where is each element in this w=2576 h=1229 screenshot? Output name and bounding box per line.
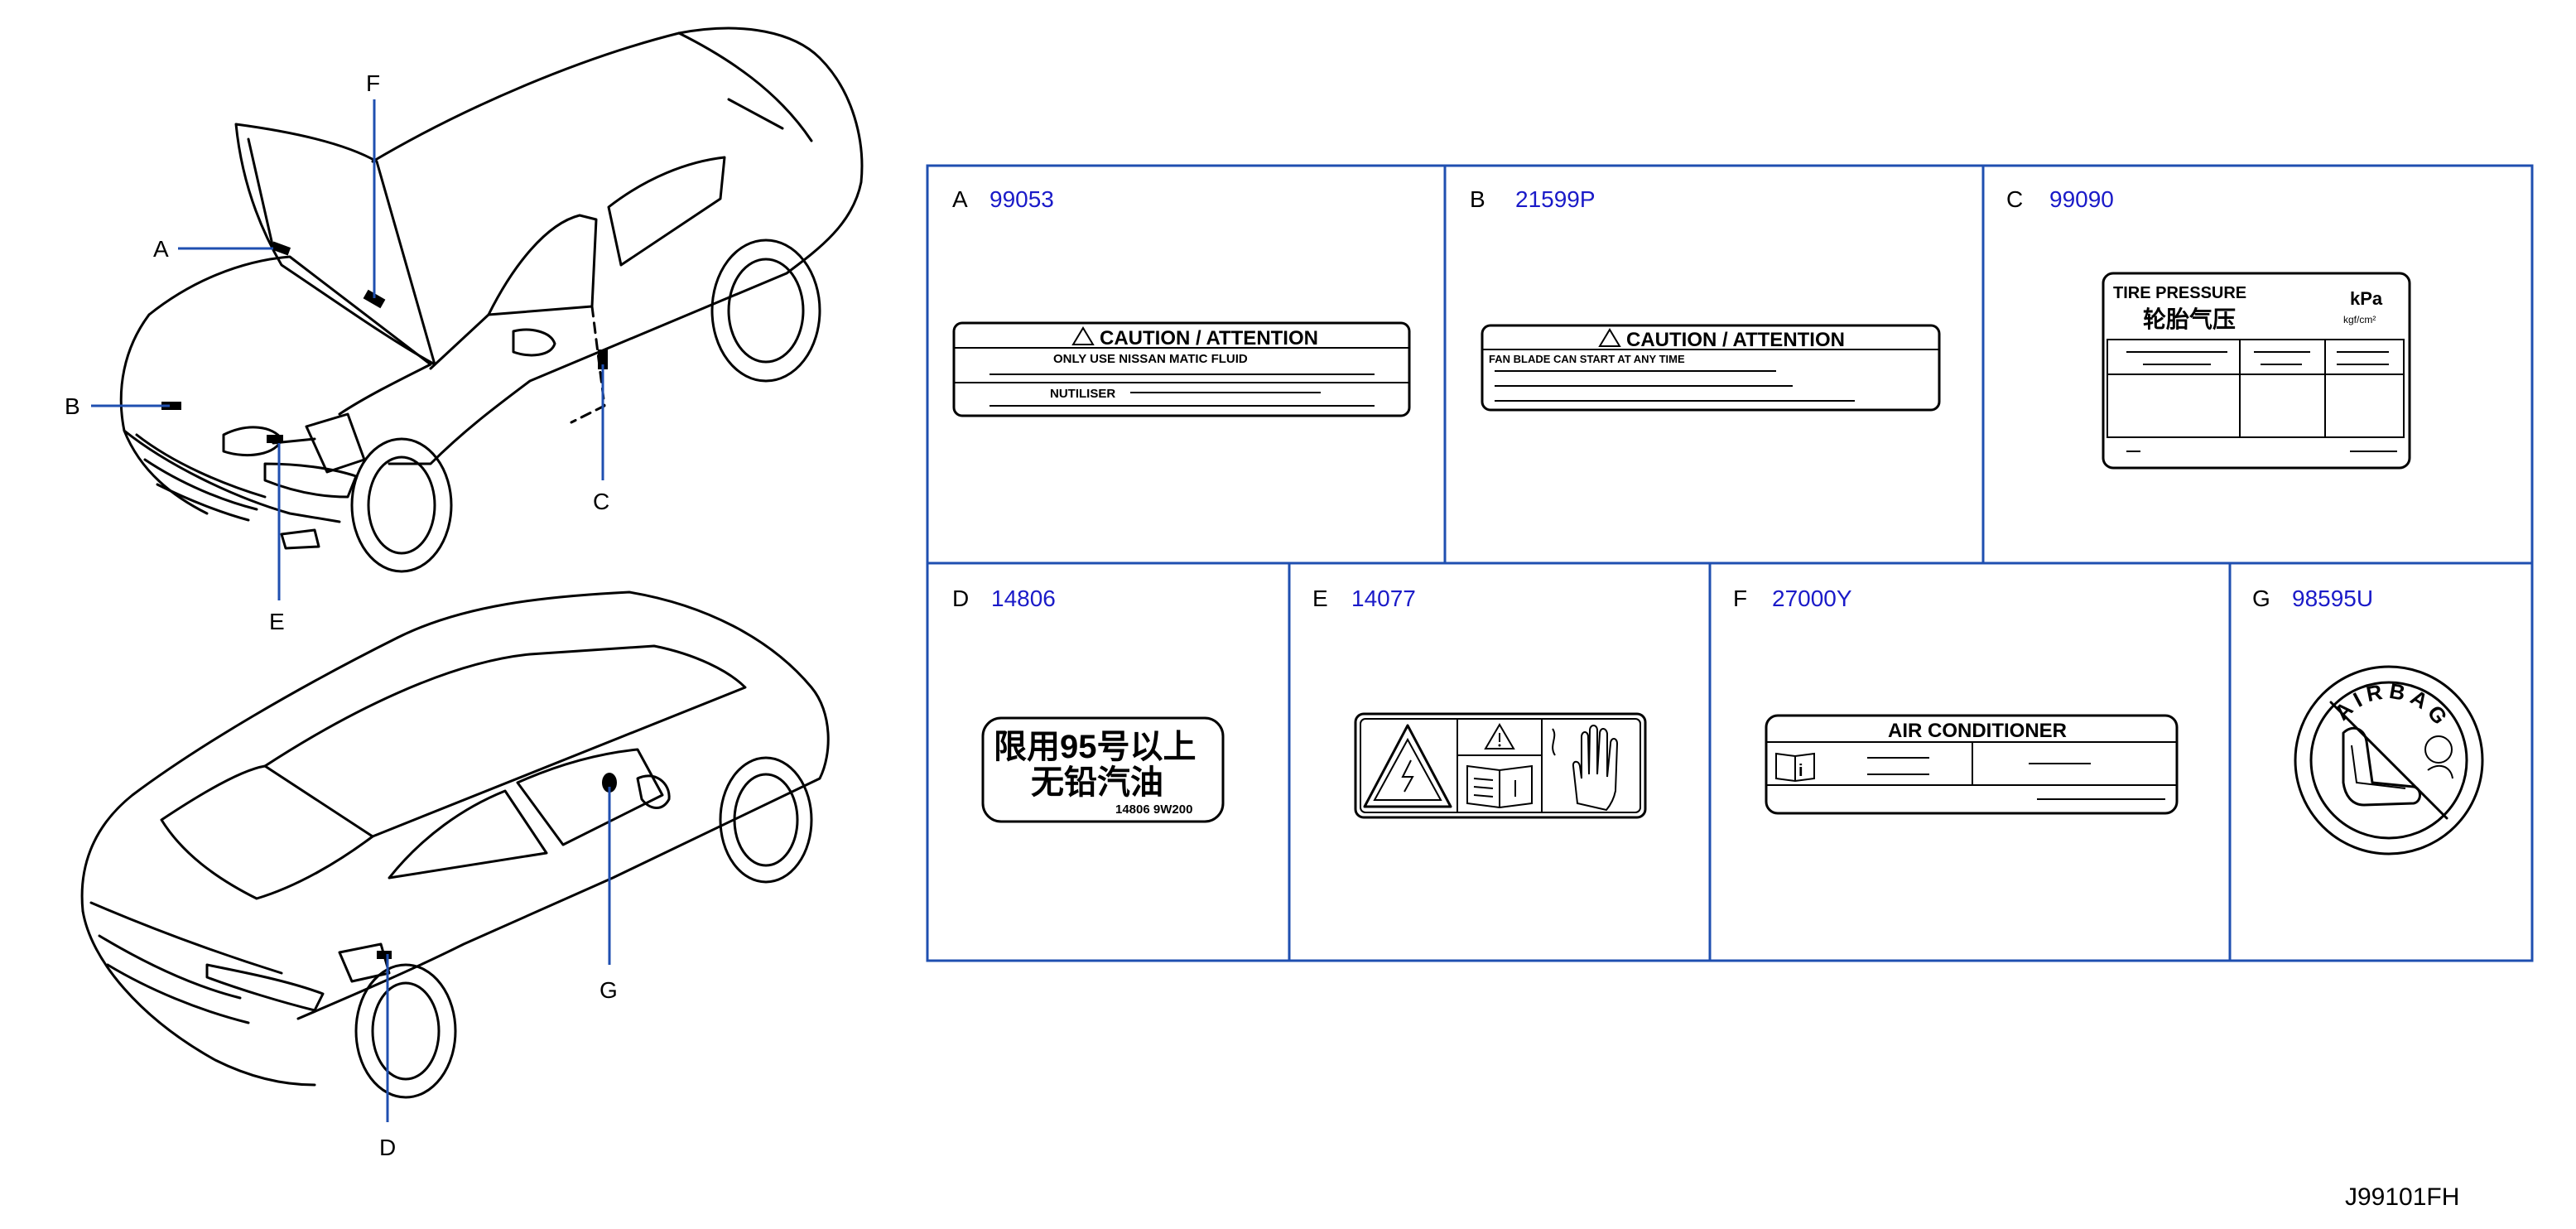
figure-id: J99101FH (2345, 1183, 2459, 1211)
part-number: 21599P (1515, 186, 1596, 212)
cell-b: B 21599P (1470, 186, 1596, 212)
electric-shock-warning-icon (1363, 724, 1452, 808)
part-number: 14806 (991, 586, 1056, 611)
label-d-line1: 限用95号以上 (994, 729, 1197, 765)
part-number: 99090 (2049, 186, 2114, 212)
cell-a: A 99053 (952, 186, 1054, 212)
cell-f: F 27000Y (1733, 586, 1852, 611)
label-f-air-conditioner: AIR CONDITIONER i (1765, 714, 2179, 815)
callout-b: B (65, 393, 80, 419)
manual-book-icon: i (1775, 752, 1815, 783)
info-i: i (1798, 762, 1803, 780)
callout-c: C (593, 489, 609, 514)
caution-triangle-icon (1484, 723, 1515, 749)
child-seat-icon (2342, 726, 2421, 807)
cell-letter: B (1470, 186, 1485, 212)
cell-letter: F (1733, 586, 1747, 611)
part-number: 14077 (1351, 586, 1416, 611)
cell-letter: A (952, 186, 968, 212)
cell-letter: D (952, 586, 969, 611)
label-b-line1: FAN BLADE CAN START AT ANY TIME (1489, 353, 1685, 365)
part-number: 98595U (2292, 586, 2373, 611)
leader-lines (91, 99, 611, 1122)
label-e-warning-pictograms (1354, 712, 1647, 819)
label-c-unit1: kPa (2350, 288, 2383, 309)
label-c-unit2: kgf/cm² (2343, 314, 2376, 325)
label-grid (926, 164, 2534, 962)
cell-letter: G (2252, 586, 2270, 611)
label-a-line1: ONLY USE NISSAN MATIC FLUID (1053, 352, 1248, 366)
callout-g: G (599, 977, 618, 1003)
cell-e: E 14077 (1312, 586, 1416, 611)
cell-c: C 99090 (2006, 186, 2114, 212)
cell-letter: C (2006, 186, 2023, 212)
callout-f: F (366, 70, 380, 96)
label-d-fuel: 限用95号以上 无铅汽油 14806 9W200 (981, 716, 1225, 823)
car-rear-illustration (80, 590, 830, 1099)
label-a-title: CAUTION / ATTENTION (1100, 327, 1318, 349)
airbag-burst-icon (2424, 735, 2453, 779)
label-b-title: CAUTION / ATTENTION (1626, 329, 1845, 351)
label-c-tire-pressure: TIRE PRESSURE 轮胎气压 kPa kgf/cm² (2102, 272, 2411, 470)
label-g-ring-text: AIRBAG (2329, 678, 2455, 733)
cell-letter: E (1312, 586, 1328, 611)
cell-d: D 14806 (952, 586, 1056, 611)
label-a-caution-fluid: CAUTION / ATTENTION ONLY USE NISSAN MATI… (952, 321, 1411, 417)
label-b-caution-fan: CAUTION / ATTENTION FAN BLADE CAN START … (1481, 324, 1941, 412)
label-c-title1: TIRE PRESSURE (2113, 284, 2246, 302)
label-c-title2: 轮胎气压 (2143, 306, 2236, 332)
callout-e: E (269, 609, 285, 634)
label-d-line2: 无铅汽油 (1031, 764, 1163, 801)
label-f-title: AIR CONDITIONER (1888, 720, 2067, 742)
label-a-line2: NUTILISER (1050, 387, 1115, 401)
part-number: 99053 (989, 186, 1054, 212)
hand-icon (1552, 725, 1619, 812)
label-d-code: 14806 9W200 (1115, 802, 1192, 817)
callout-a: A (153, 236, 169, 262)
car-front-illustration (119, 27, 864, 573)
cell-g: G 98595U (2252, 586, 2373, 611)
label-g-airbag-warning: AIRBAG (2294, 665, 2484, 855)
read-manual-icon (1466, 764, 1533, 809)
part-number: 27000Y (1772, 586, 1852, 611)
callout-d: D (379, 1135, 396, 1160)
